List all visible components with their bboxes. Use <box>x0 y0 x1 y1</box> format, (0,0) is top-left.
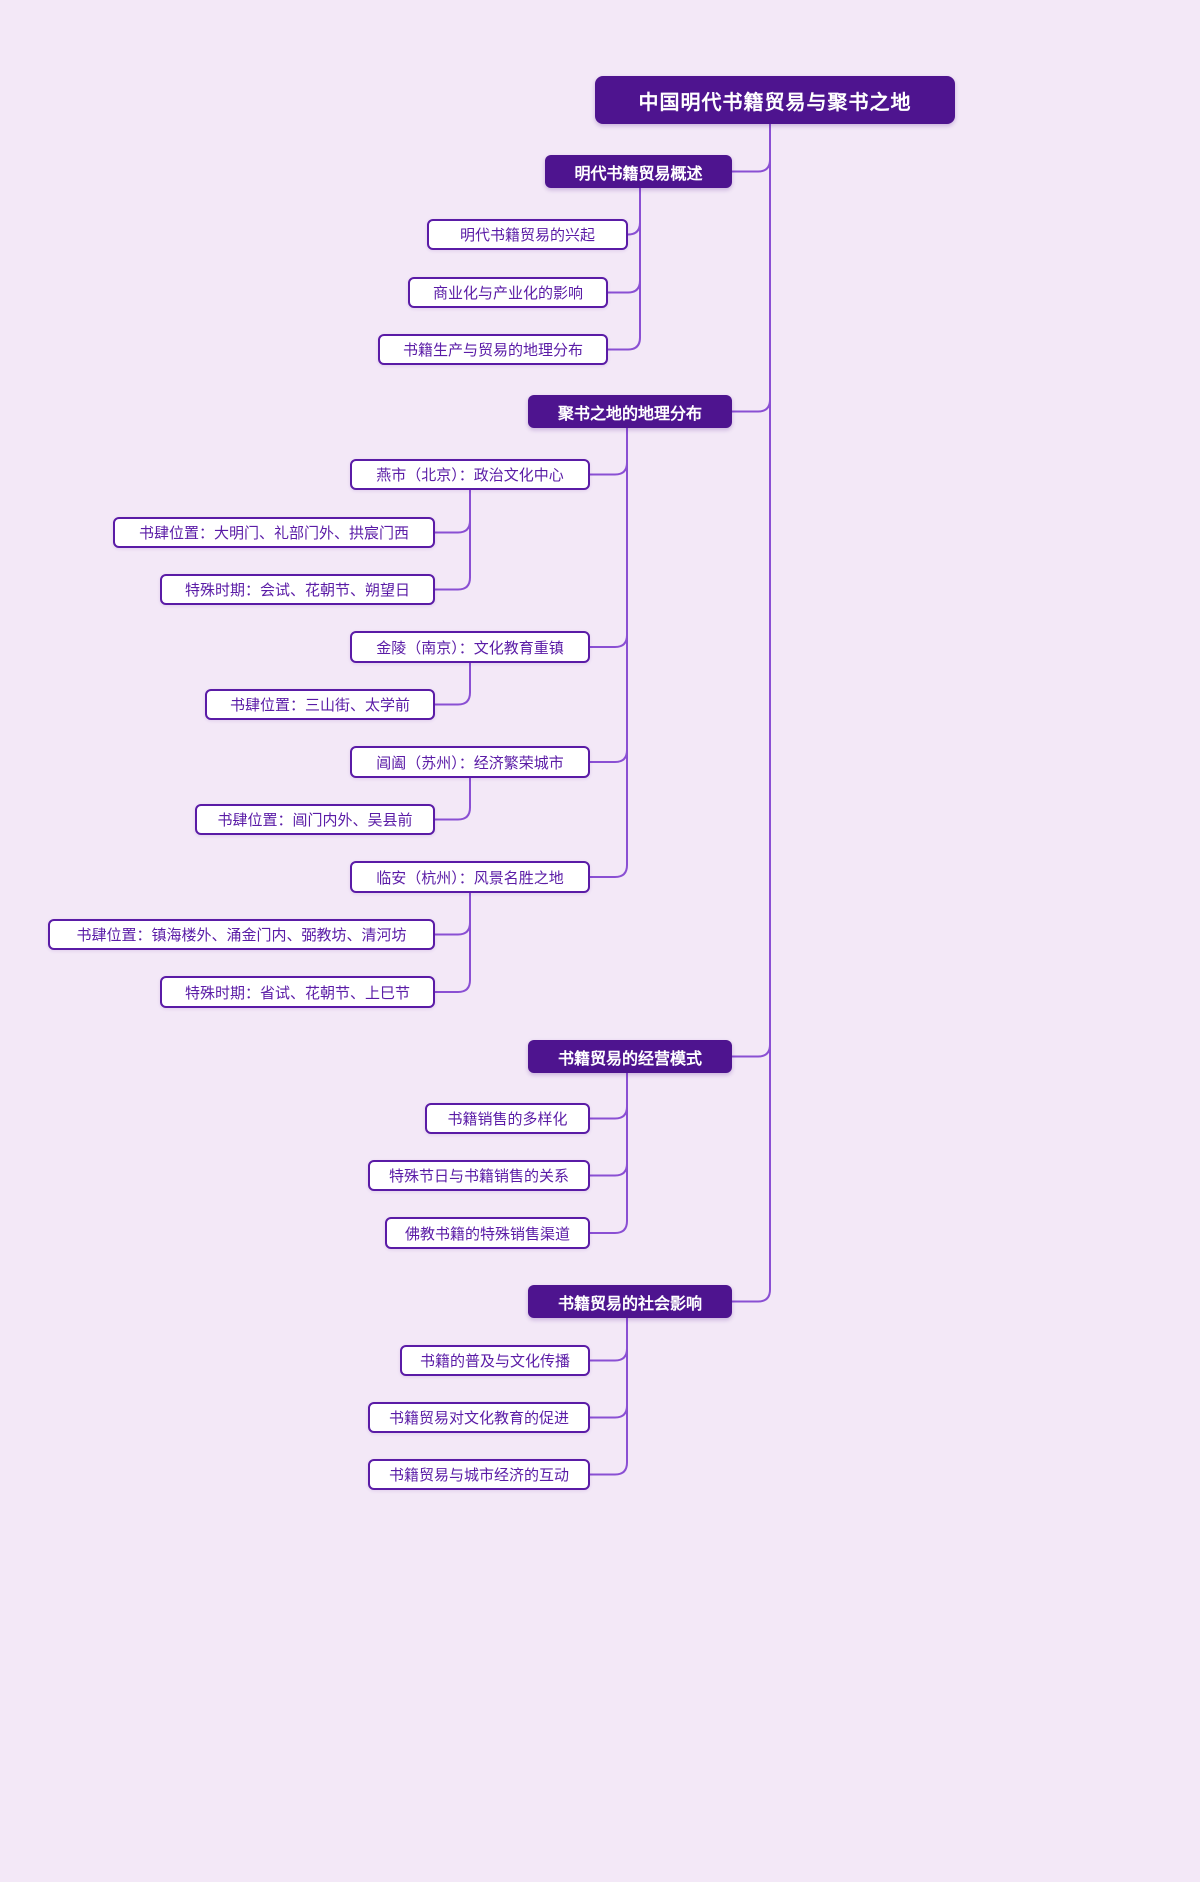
detail-beijing-special-periods[interactable]: 特殊时期：会试、花朝节、朔望日 <box>160 574 435 605</box>
connector-root-spine <box>731 123 771 1303</box>
connector-b2-c1 <box>589 461 628 476</box>
subtopic-urban-economy-interaction[interactable]: 书籍贸易与城市经济的互动 <box>368 1459 590 1490</box>
connector-b1-spine <box>607 187 641 351</box>
detail-nanjing-bookshop-locations[interactable]: 书肆位置：三山街、太学前 <box>205 689 435 720</box>
subtopic-production-geography[interactable]: 书籍生产与贸易的地理分布 <box>378 334 608 365</box>
connector-b2-c2 <box>589 634 628 648</box>
city-suzhou[interactable]: 阊阖（苏州）：经济繁荣城市 <box>350 746 590 778</box>
connector-b3-spine <box>589 1072 628 1234</box>
subtopic-commercialization-impact[interactable]: 商业化与产业化的影响 <box>408 277 608 308</box>
connector-hangzhou-spine <box>434 892 471 993</box>
connector-b2-spine <box>589 427 628 878</box>
subtopic-festival-sales-relation[interactable]: 特殊节日与书籍销售的关系 <box>368 1160 590 1191</box>
connector-branch-3 <box>731 1043 771 1058</box>
city-hangzhou[interactable]: 临安（杭州）：风景名胜之地 <box>350 861 590 893</box>
detail-hangzhou-bookshop-locations[interactable]: 书肆位置：镇海楼外、涌金门内、弼教坊、清河坊 <box>48 919 435 950</box>
topic-book-places-distribution[interactable]: 聚书之地的地理分布 <box>528 395 732 428</box>
root-topic[interactable]: 中国明代书籍贸易与聚书之地 <box>595 76 955 124</box>
subtopic-trade-rise[interactable]: 明代书籍贸易的兴起 <box>427 219 628 250</box>
city-beijing[interactable]: 燕市（北京）：政治文化中心 <box>350 459 590 490</box>
connector-suzhou-spine <box>434 777 471 821</box>
connector-b4-c1 <box>589 1347 628 1362</box>
connector-b3-c2 <box>589 1162 628 1177</box>
connector-beijing-c1 <box>434 519 471 534</box>
connector-b2-c3 <box>589 749 628 763</box>
topic-trade-overview[interactable]: 明代书籍贸易概述 <box>545 155 732 188</box>
detail-beijing-bookshop-locations[interactable]: 书肆位置：大明门、礼部门外、拱宸门西 <box>113 517 435 548</box>
connector-hangzhou-c1 <box>434 921 471 936</box>
subtopic-culture-education-promotion[interactable]: 书籍贸易对文化教育的促进 <box>368 1402 590 1433</box>
connector-branch-2 <box>731 398 771 413</box>
connector-b1-c2 <box>607 279 641 294</box>
connector-b4-c2 <box>589 1404 628 1419</box>
connector-beijing-spine <box>434 489 471 591</box>
connector-b3-c1 <box>589 1105 628 1120</box>
city-nanjing[interactable]: 金陵（南京）：文化教育重镇 <box>350 631 590 663</box>
subtopic-sales-diversity[interactable]: 书籍销售的多样化 <box>425 1103 590 1134</box>
subtopic-book-popularization[interactable]: 书籍的普及与文化传播 <box>400 1345 590 1376</box>
subtopic-buddhist-book-channels[interactable]: 佛教书籍的特殊销售渠道 <box>385 1217 590 1249</box>
connector-nanjing-spine <box>434 662 471 706</box>
connector-branch-1 <box>731 158 771 173</box>
detail-suzhou-bookshop-locations[interactable]: 书肆位置：阊门内外、吴县前 <box>195 804 435 835</box>
topic-social-impact[interactable]: 书籍贸易的社会影响 <box>528 1285 732 1318</box>
topic-business-models[interactable]: 书籍贸易的经营模式 <box>528 1040 732 1073</box>
detail-hangzhou-special-periods[interactable]: 特殊时期：省试、花朝节、上巳节 <box>160 976 435 1008</box>
connector-b4-spine <box>589 1317 628 1476</box>
connector-b1-c1 <box>627 221 641 236</box>
